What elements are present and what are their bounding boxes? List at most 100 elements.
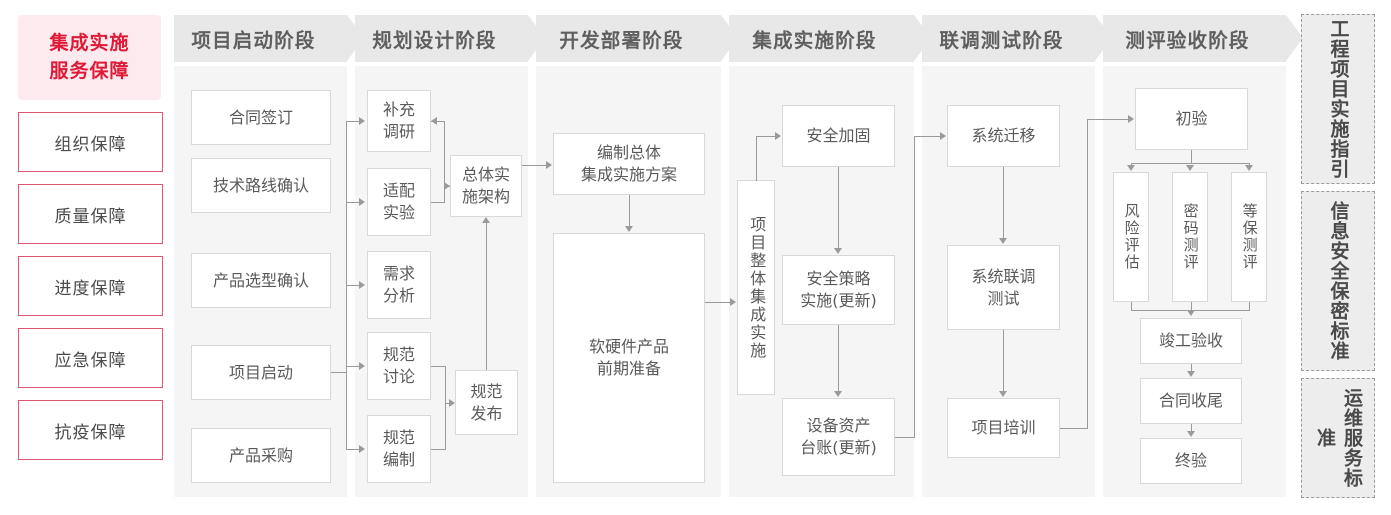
guarantee-item-schedule[interactable]: 进度保障 [18,256,163,316]
arrow-head [359,117,365,125]
connector-line [1191,302,1193,311]
node-sec-harden[interactable]: 安全加固 [782,105,895,167]
arrow-head [999,391,1007,397]
standard-ops-service[interactable]: 运维服务标准 [1301,378,1375,498]
arrow-head [625,226,633,232]
connector-line [431,202,445,204]
connector-line [1131,163,1249,165]
node-label-line2: 实施(更新) [800,291,877,310]
node-label: 项目整体集成实施 [747,215,767,360]
node-completion-accept[interactable]: 竣工验收 [1140,318,1242,364]
node-label: 终验 [1174,451,1207,471]
guarantee-item-label: 组织保障 [54,134,127,155]
node-supp-research[interactable]: 补充 调研 [367,90,431,152]
standard-infosec[interactable]: 信息安全保密标准 [1301,191,1375,371]
node-asset-ledger[interactable]: 设备资产 台账(更新) [782,398,895,476]
guarantee-item-quality[interactable]: 质量保障 [18,184,163,244]
node-product-select[interactable]: 产品选型确认 [191,253,331,308]
node-label: 竣工验收 [1158,331,1223,351]
arrow-head [1127,165,1135,171]
connector-line [895,437,915,439]
arrow-head [359,445,365,453]
node-crypto-eval[interactable]: 密码测评 [1172,172,1208,302]
connector-line [838,167,840,249]
node-hw-sw-prep[interactable]: 软硬件产品 前期准备 [553,233,705,483]
node-label: 等保测评 [1240,203,1259,271]
arrow-head [834,391,842,397]
connector-line [1191,150,1193,164]
phase-header-integration: 集成实施阶段 [729,15,931,62]
node-spec-discuss[interactable]: 规范 讨论 [367,332,431,400]
node-adapt-test[interactable]: 适配 实验 [367,168,431,236]
node-sec-policy[interactable]: 安全策略 实施(更新) [782,255,895,325]
node-label-line1: 规范 [382,428,415,448]
node-label-line1: 设备资产 [806,416,871,436]
node-overall-arch[interactable]: 总体实 施架构 [450,155,522,217]
guarantee-item-emergency[interactable]: 应急保障 [18,328,163,388]
node-label-line2: 调研 [382,122,415,141]
connector-line [756,136,758,181]
arrow-head [482,217,490,223]
connector-line [1087,119,1089,429]
arrow-head [834,248,842,254]
node-spec-draft[interactable]: 规范 编制 [367,415,431,483]
phase-header-startup: 项目启动阶段 [174,15,364,62]
node-contract-close[interactable]: 合同收尾 [1140,378,1242,424]
guarantee-item-epidemic[interactable]: 抗疫保障 [18,400,163,460]
node-req-analysis[interactable]: 需求 分析 [367,251,431,319]
node-project-start[interactable]: 项目启动 [191,345,331,400]
node-label-line2: 发布 [470,403,503,423]
arrow-head [1187,371,1195,377]
node-final-accept[interactable]: 终验 [1140,438,1242,484]
node-label-line2: 测试 [987,288,1020,308]
arrow-head [999,238,1007,244]
node-sys-migration[interactable]: 系统迁移 [947,105,1060,167]
connector-line [431,366,446,368]
connector-line [1249,302,1251,311]
arrow-head [1187,310,1195,316]
connector-line [1003,330,1005,392]
node-label: 项目启动 [228,362,293,382]
node-label-line1: 规范 [382,345,415,365]
node-risk-assess[interactable]: 风险评估 [1113,172,1149,302]
arrow-head [1186,165,1194,171]
node-label: 安全加固 [806,126,871,146]
node-label-line1: 软硬件产品 [588,337,669,357]
connector-line [486,223,488,370]
node-contract[interactable]: 合同签订 [191,90,331,145]
node-project-training[interactable]: 项目培训 [947,398,1060,458]
node-overall-integration[interactable]: 项目整体集成实施 [737,180,775,395]
node-overall-plan[interactable]: 编制总体 集成实施方案 [553,133,705,195]
node-label-line1: 补充 [382,100,415,120]
node-prelim-accept[interactable]: 初验 [1135,88,1248,150]
connector-line [705,302,731,304]
node-spec-release[interactable]: 规范 发布 [455,370,518,435]
node-label: 初验 [1175,109,1208,129]
phase-header-acceptance: 测评验收阶段 [1103,15,1303,62]
node-label: 产品选型确认 [212,270,309,290]
standard-eng-guide[interactable]: 工程项目实施指引 [1301,14,1375,184]
node-label: 风险评估 [1122,203,1141,271]
connector-line [914,136,916,438]
node-label-line2: 施架构 [461,187,510,206]
connector-line [346,285,360,287]
node-procurement[interactable]: 产品采购 [191,428,331,483]
node-grade-eval[interactable]: 等保测评 [1231,172,1267,302]
node-label-line1: 规范 [470,381,503,401]
node-sys-joint-test[interactable]: 系统联调 测试 [947,245,1060,330]
node-label-line2: 实验 [382,203,415,222]
guarantee-item-organization[interactable]: 组织保障 [18,112,163,172]
connector-line [756,136,776,138]
guarantee-title-line2: 服务保障 [49,59,130,82]
connector-line [1087,119,1129,121]
guarantee-item-label: 进度保障 [54,278,127,299]
phase-header-label: 规划设计阶段 [372,29,497,52]
standard-label: 信息安全保密标准 [1327,201,1350,361]
node-label-line2: 编制 [382,450,415,469]
connector-line [914,136,941,138]
node-label-line1: 安全策略 [806,269,871,289]
node-label: 系统迁移 [971,126,1036,146]
arrow-head [431,117,437,125]
phase-header-label: 项目启动阶段 [191,29,316,52]
node-techroute[interactable]: 技术路线确认 [191,158,331,213]
